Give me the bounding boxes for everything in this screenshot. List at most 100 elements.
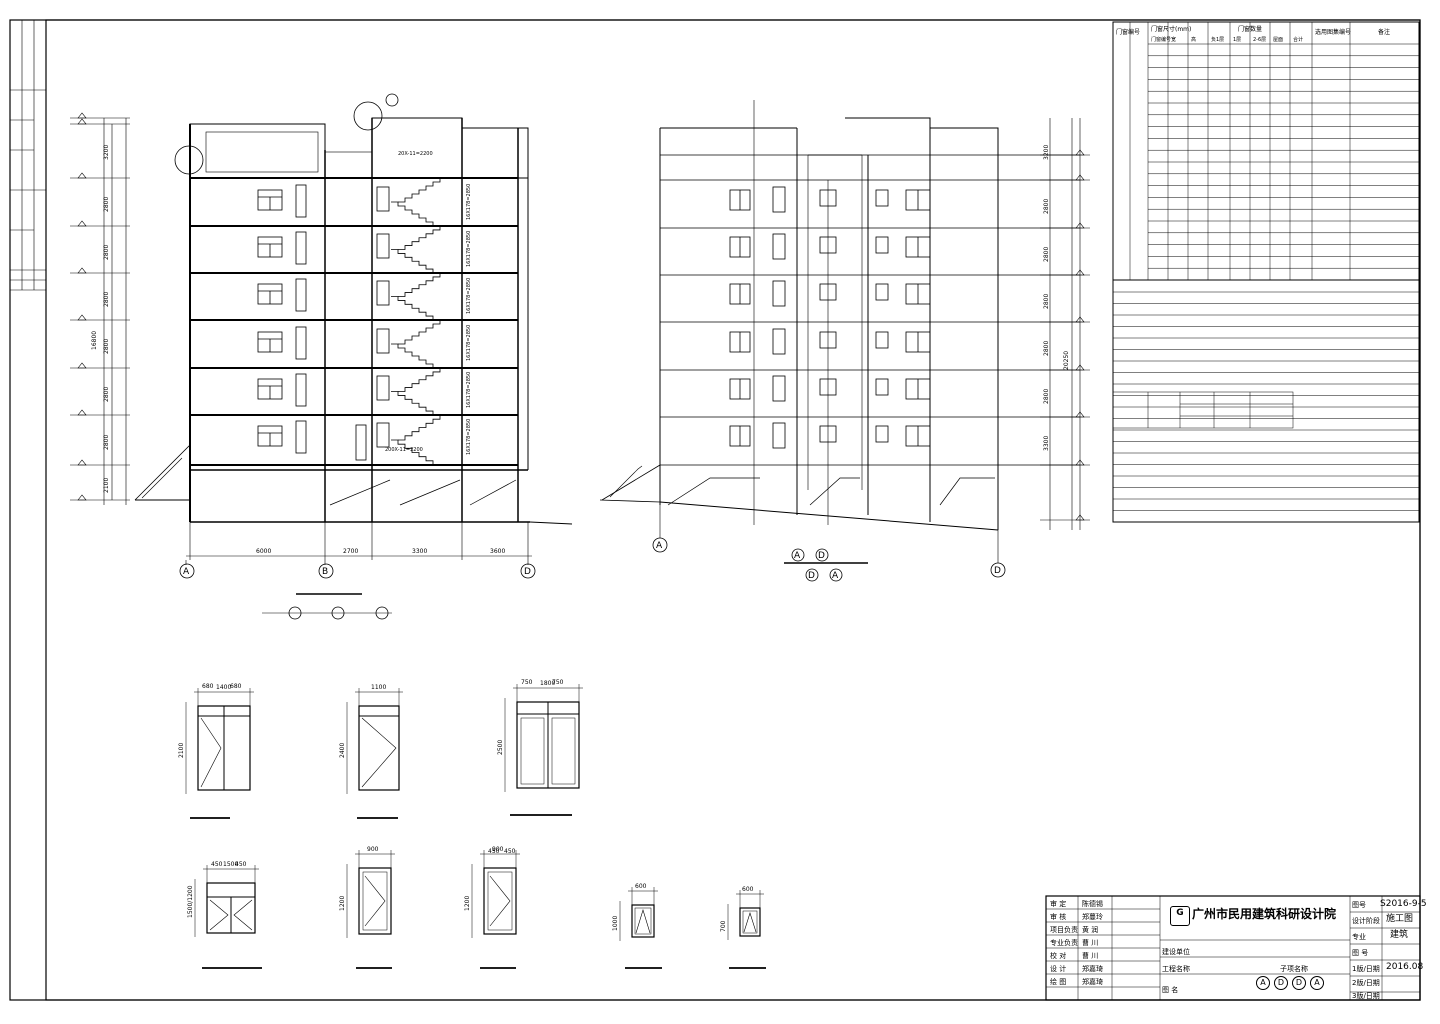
tb-role-name: 郑嘉琦 [1082, 978, 1103, 986]
label-stage: 设计阶段 [1352, 917, 1380, 925]
section1-total-dim: 16800 [91, 331, 98, 350]
sash [487, 871, 513, 931]
stair-vertical-label: 16X178=2850 [466, 278, 472, 314]
label-name: 工程名称 [1162, 965, 1190, 973]
door [772, 280, 786, 307]
stair-window [376, 328, 390, 354]
title-block-axes: A D D A [1256, 976, 1324, 990]
schedule-header-4: 备注 [1378, 28, 1390, 36]
height-dim: 1200 [339, 896, 346, 911]
tb-role-name: 黄 润 [1082, 926, 1099, 934]
level-marker [77, 172, 87, 179]
door-schedule-table [1112, 21, 1420, 523]
sash [362, 871, 388, 931]
label-drawing-no: 图号 [1352, 901, 1366, 909]
building-section-1 [70, 93, 573, 565]
stair-flight [398, 272, 447, 297]
section2-axis-labels: A D A D D A [656, 541, 1001, 581]
entry-door [355, 424, 367, 461]
notes-box [1112, 391, 1294, 429]
height-dim: 700 [720, 920, 727, 932]
width-dim: 1500 [223, 861, 238, 868]
key-d-top: D [818, 551, 825, 561]
axis-d-1: D [524, 567, 531, 577]
discipline: 建筑 [1390, 930, 1409, 940]
axis-a-1: A [183, 567, 190, 577]
level-marker [1075, 269, 1085, 276]
dim-bottom-4: 3600 [490, 548, 505, 555]
door-window-frame [483, 867, 517, 935]
door-window-frame [358, 705, 400, 791]
stair-window [376, 280, 390, 306]
dim-bottom-1: 6000 [256, 548, 271, 555]
title-block [1045, 895, 1421, 1001]
tb-role-name: 曹 川 [1082, 952, 1099, 960]
tb-axis-1: A [1256, 976, 1270, 990]
tb-role-label: 项目负责 [1050, 926, 1078, 934]
stair-flight [391, 249, 440, 274]
section1-bottom-dims: 6000 2700 3300 3600 [256, 548, 505, 555]
door [772, 186, 786, 213]
stair-window [376, 186, 390, 212]
sub-width-dim: 450 [235, 861, 247, 868]
level-dimension: 3300 [1043, 436, 1050, 451]
drawing-no: S2016-9-5 [1380, 899, 1427, 909]
height-dim: 2500 [497, 740, 504, 755]
label-discipline: 专业 [1352, 933, 1366, 941]
schedule-subheader: 合计 [1293, 36, 1303, 43]
door-window-frame [739, 907, 761, 937]
level-marker [1075, 316, 1085, 323]
key-d-bot: D [808, 571, 815, 581]
sub-width-dim: 680 [202, 683, 214, 690]
door [295, 184, 307, 218]
level-dimension: 2800 [103, 292, 110, 307]
axis-a-2: A [656, 541, 663, 551]
building-section-2 [599, 100, 1090, 582]
level-marker [1075, 459, 1085, 466]
schedule-subheader: 负1层 [1211, 36, 1224, 43]
level-dimension: 2800 [1043, 389, 1050, 404]
level-dimension: 2800 [1043, 294, 1050, 309]
sub-width-dim: 680 [230, 683, 242, 690]
stair-vertical-label: 16X178=2850 [466, 419, 472, 455]
label-date-1: 1版/日期 [1352, 965, 1380, 973]
stair-flight [391, 439, 440, 466]
key-a-top: A [794, 551, 801, 561]
schedule-subheader: 宽 [1171, 36, 1176, 43]
swing-mark [200, 717, 222, 788]
stair-flight [391, 391, 440, 416]
swing-mark [489, 875, 511, 927]
door-leaf [520, 717, 545, 785]
door-window-details [185, 684, 766, 969]
tb-role-label: 审 核 [1050, 913, 1067, 921]
dim-bottom-3: 3300 [412, 548, 427, 555]
tb-axis-3: D [1292, 976, 1306, 990]
date: 2016.08 [1386, 962, 1424, 972]
key-a-bot: A [832, 571, 839, 581]
tb-axis-4: A [1310, 976, 1324, 990]
stage: 施工图 [1386, 914, 1414, 924]
height-dim: 2400 [339, 743, 346, 758]
tb-role-name: 陈德锡 [1082, 900, 1103, 908]
width-dim: 900 [492, 846, 504, 853]
schedule-header-3: 选用图集编号 [1315, 28, 1351, 36]
level-marker [77, 362, 87, 369]
width-dim: 1400 [216, 684, 231, 691]
level-marker [77, 118, 87, 125]
level-dimension: 2800 [103, 387, 110, 402]
axis-d-2: D [994, 566, 1001, 576]
stair-flight [391, 201, 440, 227]
inner-frame [45, 19, 1421, 1001]
schedule-subheader: 屋面 [1273, 37, 1283, 43]
tb-axis-2: D [1274, 976, 1288, 990]
stair-flight [398, 177, 447, 203]
tb-role-label: 设 计 [1050, 965, 1067, 973]
institute-name: 广州市民用建筑科研设计院 [1192, 907, 1337, 921]
level-dimension: 2800 [1043, 247, 1050, 262]
level-marker [77, 459, 87, 466]
sub-width-dim: 450 [211, 861, 223, 868]
window [875, 378, 889, 396]
door [772, 233, 786, 260]
window [875, 189, 889, 207]
tb-role-label: 审 定 [1050, 900, 1067, 908]
